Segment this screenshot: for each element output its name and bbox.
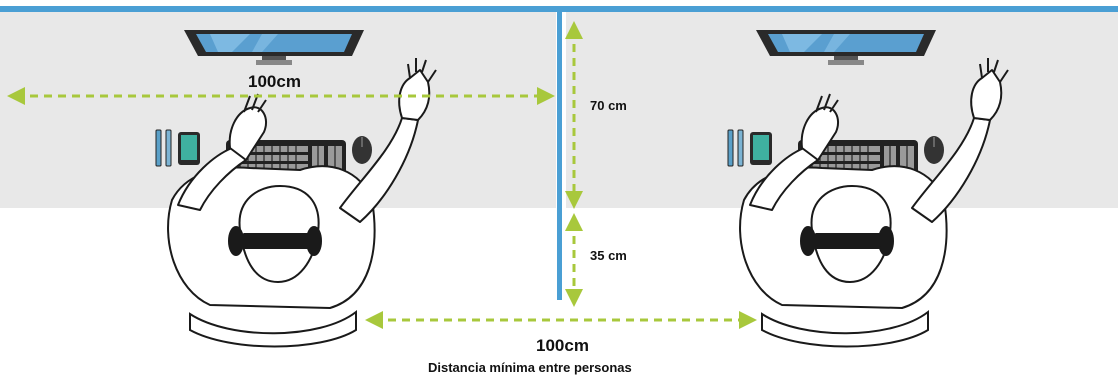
spacing-caption: Distancia mínima entre personas — [428, 360, 632, 375]
desk-depth-label: 70 cm — [590, 98, 627, 113]
vertical-partition — [557, 10, 562, 300]
extra-depth-label: 35 cm — [590, 248, 627, 263]
top-partition — [0, 6, 1118, 12]
desk-width-label: 100cm — [248, 72, 301, 91]
spacing-value-label: 100cm — [536, 336, 589, 355]
